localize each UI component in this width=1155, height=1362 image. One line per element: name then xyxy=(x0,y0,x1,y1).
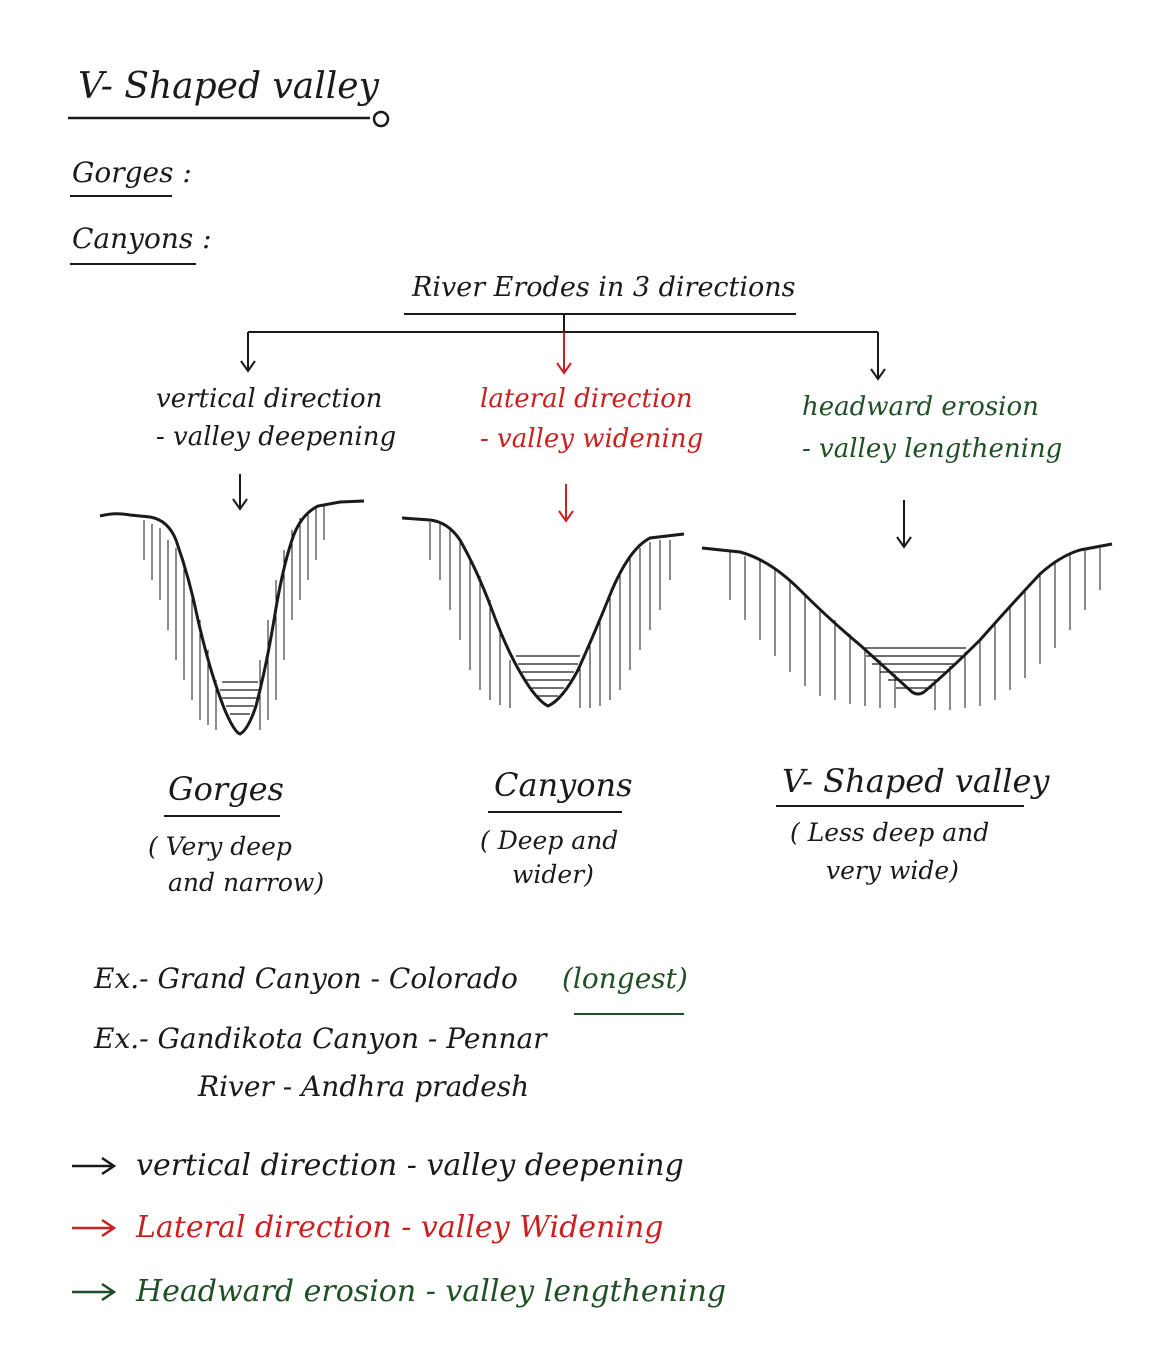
branch-vertical-line2: - valley deepening xyxy=(156,422,397,452)
example-2-continued: River - Andhra pradesh xyxy=(198,1070,530,1103)
canyons-name: Canyons xyxy=(494,766,633,804)
branch-headward-line2: - valley lengthening xyxy=(802,434,1063,464)
example-1-tag: (longest) xyxy=(562,962,688,995)
canyons-desc-line1: ( Deep and xyxy=(480,826,619,855)
gorges-desc-line2: and narrow) xyxy=(168,868,325,897)
summary-vertical: vertical direction - valley deepening xyxy=(136,1148,684,1183)
down-arrow-canyons xyxy=(558,484,574,523)
branch-connectors xyxy=(240,314,886,381)
vshaped-desc-line1: ( Less deep and xyxy=(790,818,990,847)
gorges-heading: Gorges : xyxy=(72,156,192,189)
example-2: Ex.- Gandikota Canyon - Pennar xyxy=(94,1022,547,1055)
branch-headward-line1: headward erosion xyxy=(802,392,1039,422)
summary-arrow-black xyxy=(72,1156,117,1176)
down-arrow-gorges xyxy=(232,474,248,511)
canyons-heading: Canyons : xyxy=(72,222,212,255)
v-shaped-valley-sketch xyxy=(701,542,1113,710)
gorges-name: Gorges xyxy=(168,770,284,808)
branch-vertical-line1: vertical direction xyxy=(156,384,383,414)
title-underline xyxy=(68,110,390,128)
vshaped-name: V- Shaped valley xyxy=(782,762,1050,800)
gorges-desc-line1: ( Very deep xyxy=(148,832,292,861)
canyons-desc-line2: wider) xyxy=(512,860,594,889)
example-1: Ex.- Grand Canyon - Colorado xyxy=(94,962,518,995)
canyon-valley-sketch xyxy=(401,516,685,708)
summary-lateral: Lateral direction - valley Widening xyxy=(136,1210,664,1245)
summary-arrow-green xyxy=(72,1282,117,1302)
gorge-valley-sketch xyxy=(99,499,365,736)
page-title: V- Shaped valley xyxy=(78,66,379,107)
branch-lateral-line2: - valley widening xyxy=(480,424,704,454)
branch-lateral-line1: lateral direction xyxy=(480,384,693,414)
summary-headward: Headward erosion - valley lengthening xyxy=(136,1274,727,1309)
down-arrow-vshaped xyxy=(896,500,912,549)
vshaped-desc-line2: very wide) xyxy=(826,856,959,885)
root-label: River Erodes in 3 directions xyxy=(412,272,796,303)
summary-arrow-red xyxy=(72,1218,117,1238)
